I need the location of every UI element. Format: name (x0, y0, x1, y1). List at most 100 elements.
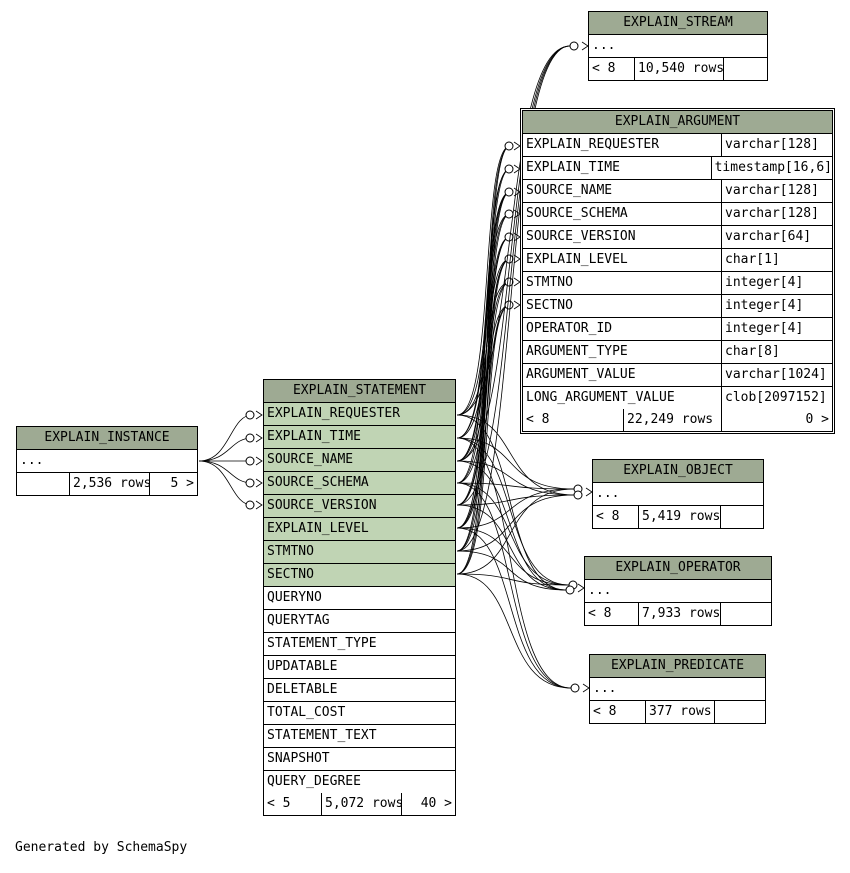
relationship-line (198, 460, 253, 484)
column-row[interactable]: QUERYNO (264, 587, 455, 610)
column-name[interactable]: SECTNO (526, 298, 573, 313)
column-name[interactable]: SOURCE_SCHEMA (526, 206, 628, 221)
column-name[interactable]: ARGUMENT_VALUE (526, 367, 636, 382)
column-row[interactable]: QUERYTAG (264, 610, 455, 633)
relationship-line (456, 494, 575, 506)
column-row[interactable]: SNAPSHOT (264, 748, 455, 771)
column-name[interactable]: DELETABLE (267, 682, 338, 697)
footer-children[interactable] (723, 58, 767, 80)
table-title[interactable]: EXPLAIN_OPERATOR (585, 557, 771, 580)
column-row[interactable]: STATEMENT_TYPE (264, 633, 455, 656)
column-row[interactable]: TOTAL_COST (264, 702, 455, 725)
column-name[interactable]: SOURCE_NAME (526, 183, 613, 198)
relationship-line (456, 236, 511, 506)
column-name[interactable]: QUERY_DEGREE (267, 774, 361, 789)
footer-children[interactable] (714, 701, 765, 723)
column-name[interactable]: LONG_ARGUMENT_VALUE (526, 390, 675, 405)
table-footer: < 8 7,933 rows (585, 603, 771, 625)
column-name[interactable]: ARGUMENT_TYPE (526, 344, 628, 359)
table-title[interactable]: EXPLAIN_STATEMENT (264, 380, 455, 403)
column-name[interactable]: SOURCE_SCHEMA (267, 475, 369, 490)
key-column-row[interactable]: STMTNO (264, 541, 455, 564)
footer-parents[interactable]: < 8 (596, 509, 620, 524)
column-name[interactable]: EXPLAIN_LEVEL (267, 521, 369, 536)
column-name[interactable]: SOURCE_VERSION (267, 498, 377, 513)
relationship-line (456, 258, 511, 529)
table-title[interactable]: EXPLAIN_STREAM (589, 12, 767, 35)
column-name[interactable]: EXPLAIN_REQUESTER (267, 406, 401, 421)
key-column-row[interactable]: EXPLAIN_TIME (264, 426, 455, 449)
footer-parents[interactable]: < 5 (267, 796, 291, 811)
relationship-line (456, 482, 572, 689)
table-footer: < 8 22,249 rows 0 > (523, 409, 832, 431)
table-footer: < 5 5,072 rows 40 > (264, 793, 455, 815)
table-explain-instance[interactable]: EXPLAIN_INSTANCE ... 2,536 rows 5 > (16, 426, 198, 496)
key-column-row[interactable]: SECTNO (264, 564, 455, 587)
key-column-row[interactable]: SOURCE_NAME (264, 449, 455, 472)
column-name[interactable]: EXPLAIN_LEVEL (526, 252, 628, 267)
footer-children[interactable]: 0 > (721, 409, 832, 431)
column-name[interactable]: SOURCE_NAME (267, 452, 354, 467)
crowfoot-marker (573, 490, 583, 500)
column-name[interactable]: OPERATOR_ID (526, 321, 613, 336)
footer-parents[interactable]: < 8 (526, 412, 550, 427)
column-name[interactable]: TOTAL_COST (267, 705, 346, 720)
column-type: char[8] (721, 341, 832, 363)
table-title[interactable]: EXPLAIN_INSTANCE (17, 427, 197, 450)
column-name[interactable]: QUERYTAG (267, 613, 330, 628)
table-explain-operator[interactable]: EXPLAIN_OPERATOR ... < 8 7,933 rows (584, 556, 772, 626)
table-title[interactable]: EXPLAIN_OBJECT (593, 460, 763, 483)
table-explain-statement[interactable]: EXPLAIN_STATEMENT EXPLAIN_REQUESTER EXPLA… (263, 379, 456, 816)
column-name[interactable]: SOURCE_VERSION (526, 229, 636, 244)
key-column-row[interactable]: EXPLAIN_LEVEL (264, 518, 455, 541)
key-column-row[interactable]: SOURCE_VERSION (264, 495, 455, 518)
footer-children[interactable] (720, 506, 763, 528)
table-explain-object[interactable]: EXPLAIN_OBJECT ... < 8 5,419 rows (592, 459, 764, 529)
key-column-row[interactable]: EXPLAIN_REQUESTER (264, 403, 455, 426)
column-name[interactable]: STATEMENT_TEXT (267, 728, 377, 743)
column-name[interactable]: QUERYNO (267, 590, 322, 605)
column-name[interactable]: EXPLAIN_TIME (267, 429, 361, 444)
footer-children[interactable]: 40 > (401, 793, 455, 815)
column-row[interactable]: UPDATABLE (264, 656, 455, 679)
column-row[interactable]: QUERY_DEGREE (264, 771, 455, 793)
column-row[interactable]: STATEMENT_TEXT (264, 725, 455, 748)
footer-parents[interactable]: < 8 (592, 61, 616, 76)
table-explain-stream[interactable]: EXPLAIN_STREAM ... < 8 10,540 rows (588, 11, 768, 81)
footer-parents[interactable]: < 8 (593, 704, 617, 719)
column-name[interactable]: EXPLAIN_TIME (526, 160, 620, 175)
crowfoot-marker (245, 433, 255, 443)
column-name[interactable]: UPDATABLE (267, 659, 338, 674)
column-name[interactable]: STMTNO (526, 275, 573, 290)
column-row[interactable]: ARGUMENT_TYPE char[8] (523, 341, 832, 364)
column-name[interactable]: STMTNO (267, 544, 314, 559)
column-row[interactable]: DELETABLE (264, 679, 455, 702)
column-name[interactable]: STATEMENT_TYPE (267, 636, 377, 651)
footer-children[interactable] (720, 603, 771, 625)
footer-parents[interactable]: < 8 (588, 606, 612, 621)
footer-parents[interactable] (17, 473, 69, 495)
table-columns-collapsed: ... (589, 35, 767, 58)
table-title[interactable]: EXPLAIN_PREDICATE (590, 655, 765, 678)
relationship-line (456, 236, 511, 462)
column-name[interactable]: SECTNO (267, 567, 314, 582)
footer-children[interactable]: 5 > (149, 473, 197, 495)
column-name[interactable]: SNAPSHOT (267, 751, 330, 766)
table-columns-collapsed: ... (17, 450, 197, 473)
column-name[interactable]: EXPLAIN_REQUESTER (526, 137, 660, 152)
key-column-row[interactable]: SOURCE_SCHEMA (264, 472, 455, 495)
table-explain-predicate[interactable]: EXPLAIN_PREDICATE ... < 8 377 rows (589, 654, 766, 724)
table-title[interactable]: EXPLAIN_ARGUMENT (523, 111, 832, 134)
